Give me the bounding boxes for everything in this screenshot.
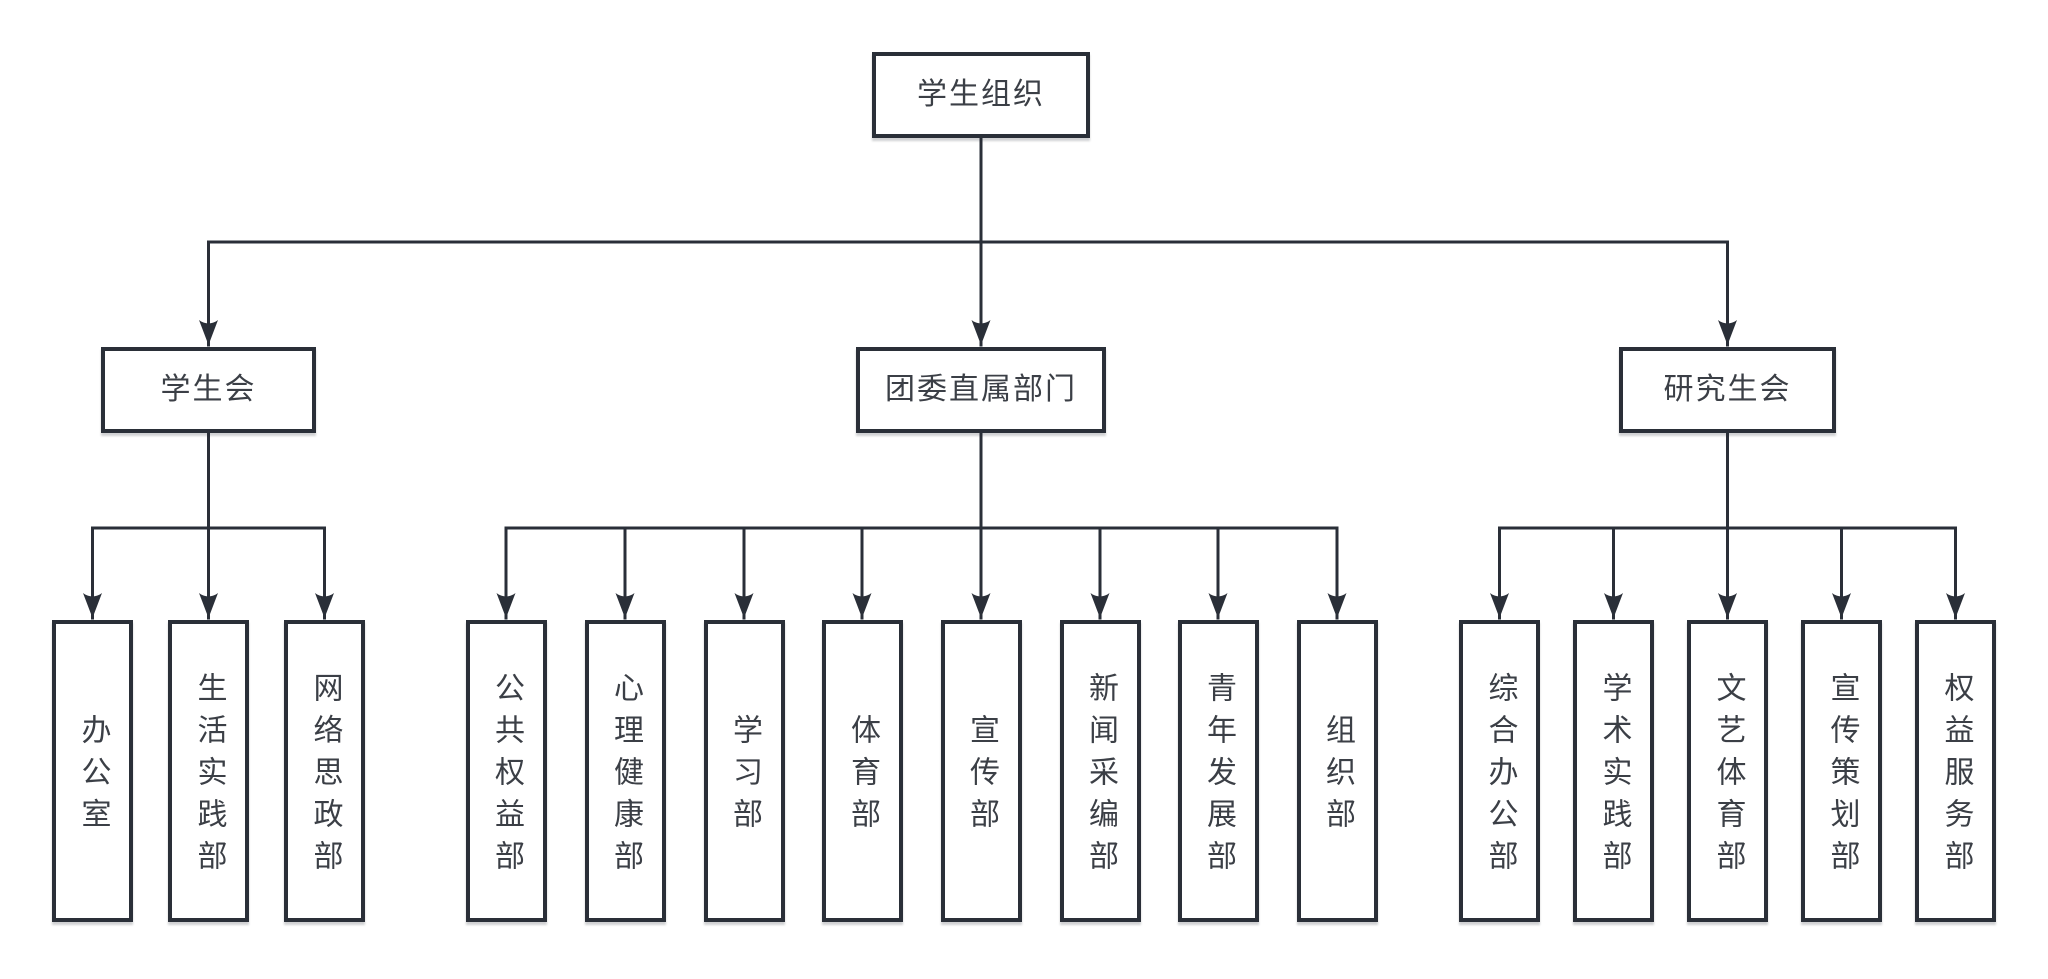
- node-publicity-planning-dept: 宣传策划部: [1801, 620, 1882, 922]
- node-academic-practice-dept: 学术实践部: [1573, 620, 1654, 922]
- node-study-dept: 学习部: [703, 620, 785, 922]
- node-life-practice-dept: 生活实践部: [168, 620, 249, 922]
- node-office: 办公室: [52, 620, 133, 922]
- node-news-editing-dept: 新闻采编部: [1059, 620, 1141, 922]
- node-rights-service-dept: 权益服务部: [1915, 620, 1996, 922]
- node-general-office-dept: 综合办公部: [1459, 620, 1540, 922]
- node-youth-development-dept: 青年发展部: [1177, 620, 1259, 922]
- node-mental-health-dept: 心理健康部: [584, 620, 666, 922]
- node-sports-dept: 体育部: [821, 620, 903, 922]
- node-student-union: 学生会: [101, 347, 316, 433]
- node-youth-league-depts: 团委直属部门: [856, 347, 1106, 433]
- node-organization-dept: 组织部: [1296, 620, 1378, 922]
- node-arts-sports-dept: 文艺体育部: [1687, 620, 1768, 922]
- node-public-rights-dept: 公共权益部: [465, 620, 547, 922]
- node-network-ideology-dept: 网络思政部: [284, 620, 365, 922]
- node-graduate-union: 研究生会: [1619, 347, 1836, 433]
- node-student-org: 学生组织: [872, 52, 1090, 138]
- node-publicity-dept: 宣传部: [940, 620, 1022, 922]
